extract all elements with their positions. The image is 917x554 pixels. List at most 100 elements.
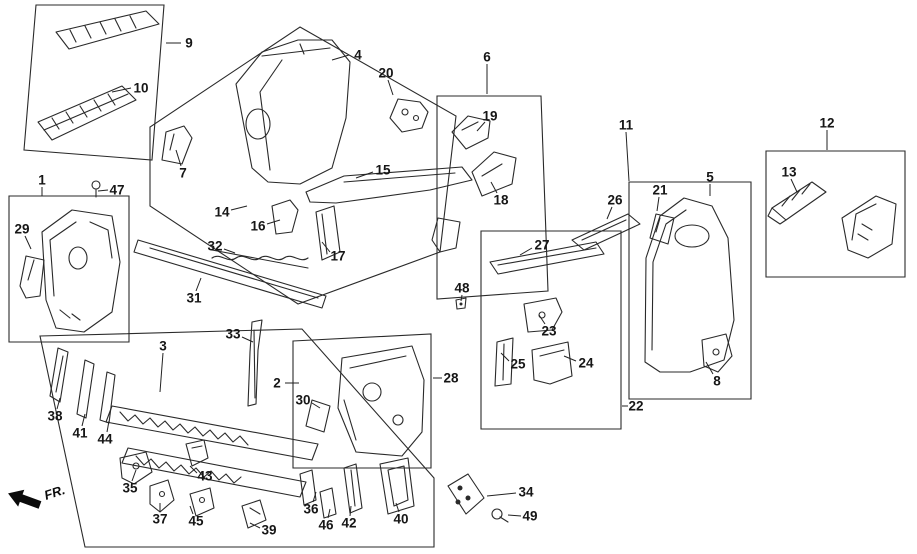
callout-10: 10 [133, 81, 148, 96]
group-box-9-10 [23, 4, 165, 161]
callout-leader-23 [538, 314, 546, 325]
callout-3: 3 [159, 339, 167, 354]
callout-16: 16 [250, 219, 266, 234]
part-1-panel-sketch [41, 209, 121, 333]
callout-4: 4 [354, 48, 362, 63]
callout-leader-21 [656, 196, 660, 212]
callout-leader-14 [230, 205, 248, 211]
callout-leader-30 [311, 402, 321, 409]
callout-8: 8 [713, 374, 721, 389]
callout-leader-27 [519, 247, 533, 256]
callout-leader-34 [486, 492, 517, 497]
callout-leader-35 [131, 469, 137, 482]
callout-leader-43 [189, 465, 198, 474]
callout-leader-49 [507, 514, 522, 517]
part-33-sketch [247, 319, 263, 407]
part-44-sketch [99, 371, 116, 424]
callout-9: 9 [185, 36, 193, 51]
part-41-sketch [76, 359, 95, 419]
callout-leader-39 [249, 522, 261, 529]
callout-30: 30 [295, 393, 310, 408]
callout-1: 1 [38, 173, 46, 188]
callout-leader-42 [349, 505, 352, 517]
part-10-sketch [37, 85, 137, 141]
callout-41: 41 [72, 426, 88, 441]
part-27-sketch [489, 241, 605, 275]
callout-49: 49 [522, 509, 537, 524]
callout-2: 2 [273, 376, 281, 391]
callout-leader-8 [705, 361, 714, 375]
callout-leader-44 [106, 420, 110, 433]
callout-48: 48 [454, 281, 470, 296]
callout-29: 29 [14, 222, 29, 237]
callout-leader-31 [195, 277, 202, 292]
part-34-plate-sketch [447, 473, 485, 515]
callout-42: 42 [341, 516, 356, 531]
part-38-sketch [49, 347, 69, 403]
callout-12: 12 [819, 116, 834, 131]
part-35-sketch [119, 451, 153, 485]
callout-leader-13 [790, 178, 798, 193]
fr-marker: FR. [8, 482, 67, 509]
callout-22: 22 [628, 399, 643, 414]
callout-leader-48 [460, 294, 463, 302]
part-40-sketch [379, 457, 415, 515]
part-2-panel-sketch [337, 345, 425, 457]
group-box-12 [765, 150, 906, 278]
part-9-sketch [55, 10, 160, 50]
callout-20: 20 [378, 66, 393, 81]
callout-19: 19 [482, 109, 497, 124]
part-5-wheelhouse-sketch [644, 197, 735, 373]
callout-leader-19 [476, 121, 486, 132]
callout-47: 47 [109, 183, 124, 198]
part-47-bolt-sketch [91, 180, 101, 198]
group-box-6 [436, 95, 549, 300]
callout-leader-4 [331, 54, 350, 61]
group-box-5 [628, 181, 752, 400]
part-46-sketch [319, 487, 337, 519]
callout-27: 27 [534, 238, 549, 253]
callout-leader-36 [312, 491, 317, 503]
callout-44: 44 [97, 432, 113, 447]
group-box-2 [292, 333, 432, 469]
callout-11: 11 [619, 118, 634, 133]
part-45-sketch [189, 487, 215, 517]
part-8-sketch [701, 333, 733, 373]
callout-32: 32 [207, 239, 222, 254]
callout-leader-29 [24, 235, 32, 250]
part-3-rail-lower-sketch [121, 447, 307, 498]
part-31-sketch [133, 239, 327, 309]
callout-45: 45 [188, 514, 204, 529]
part-29-sketch [19, 255, 45, 299]
callout-7: 7 [179, 166, 187, 181]
part-sketches [19, 10, 897, 529]
callout-13: 13 [781, 165, 797, 180]
callout-43: 43 [197, 469, 213, 484]
callout-15: 15 [375, 163, 391, 178]
part-25-sketch [494, 337, 514, 387]
part-39-sketch [241, 499, 267, 529]
callout-leader-26 [606, 206, 613, 220]
callout-leader-41 [81, 413, 86, 427]
part-13-sketch [767, 181, 827, 225]
callout-5: 5 [706, 170, 714, 185]
group-box-4 [149, 26, 457, 305]
callout-leader-7 [175, 149, 182, 167]
part-32-sketch [211, 249, 309, 269]
part-12-side-sketch [841, 195, 897, 259]
part-3-rail-upper-sketch [105, 405, 319, 461]
callout-leader-16 [266, 219, 281, 225]
group-box-1 [8, 195, 130, 343]
callout-28: 28 [443, 371, 459, 386]
callout-33: 33 [225, 327, 241, 342]
callout-leader-10 [111, 87, 132, 93]
callout-35: 35 [122, 481, 138, 496]
part-4-sketch [235, 39, 351, 185]
callout-23: 23 [541, 324, 557, 339]
callout-46: 46 [318, 518, 334, 533]
callout-39: 39 [261, 523, 276, 538]
part-21-sketch [649, 213, 675, 245]
